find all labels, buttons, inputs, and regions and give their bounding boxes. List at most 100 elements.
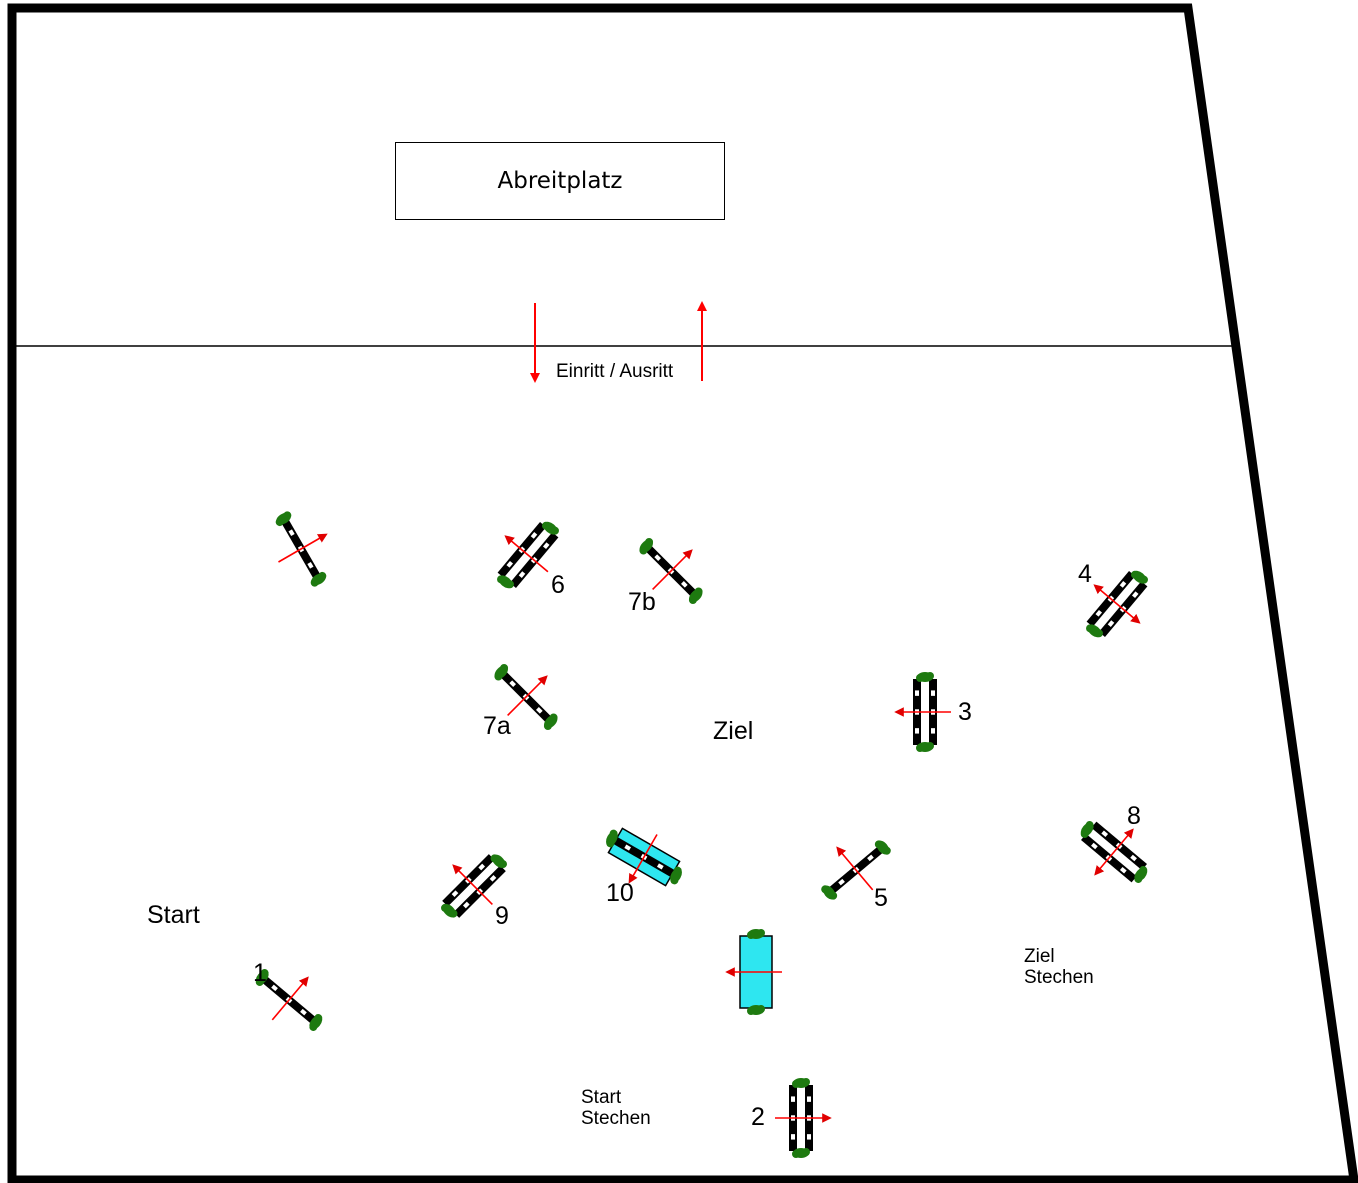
bush-icon xyxy=(1085,821,1094,830)
pole-stripe xyxy=(462,901,470,909)
pole-stripe xyxy=(791,1096,795,1102)
pole-stripe xyxy=(915,728,919,734)
bush-icon xyxy=(916,744,924,752)
bush-icon xyxy=(747,1007,755,1015)
obstacle-number-10: 10 xyxy=(606,879,634,907)
obstacle-number-9: 9 xyxy=(495,902,509,930)
pole-stripe xyxy=(478,863,486,871)
bush-icon xyxy=(494,672,503,681)
bush-icon xyxy=(639,546,648,555)
bush-icon xyxy=(260,969,269,978)
bush-icon xyxy=(926,672,934,680)
pole-stripe xyxy=(791,1134,795,1140)
bush-icon xyxy=(549,713,558,722)
bush-icon xyxy=(1139,866,1148,875)
obstacle-3 xyxy=(894,672,951,752)
bush-icon xyxy=(505,580,514,589)
bush-icon xyxy=(802,1148,810,1156)
obstacle-10 xyxy=(606,827,682,887)
bush-icon xyxy=(926,742,934,750)
direction-arrow-icon xyxy=(1093,584,1141,624)
bush-icon xyxy=(318,571,327,580)
finish-label: Ziel xyxy=(713,717,754,745)
obstacle-7a xyxy=(494,664,558,730)
pole-stripe xyxy=(656,863,664,870)
bush-icon xyxy=(500,664,509,673)
pole-stripe xyxy=(518,571,526,578)
bush-icon xyxy=(694,587,703,596)
direction-arrow-icon xyxy=(507,675,548,716)
direction-arrow-icon xyxy=(452,864,493,905)
bush-icon xyxy=(543,721,552,730)
obstacle-5 xyxy=(821,840,891,900)
obstacle-number-1: 1 xyxy=(253,959,267,987)
pole-stripe xyxy=(931,690,935,696)
bush-icon xyxy=(606,839,615,848)
bush-icon xyxy=(309,1022,318,1031)
direction-arrow-icon xyxy=(628,834,658,884)
pole-stripe xyxy=(542,542,550,550)
bush-icon xyxy=(542,521,551,530)
bush-icon xyxy=(1139,575,1148,584)
bush-icon xyxy=(314,1014,323,1023)
obstacle-number-7a: 7a xyxy=(483,712,511,740)
pole-stripe xyxy=(451,890,459,898)
obstacle-number-4: 4 xyxy=(1078,560,1092,588)
pole-stripe xyxy=(536,707,543,714)
obstacle-9 xyxy=(441,854,507,918)
bush-icon xyxy=(747,931,755,939)
pole-stripe xyxy=(271,984,278,992)
pole-stripe xyxy=(915,690,919,696)
direction-arrow-icon xyxy=(271,976,309,1021)
obstacle-number-5: 5 xyxy=(874,884,888,912)
obstacle-6 xyxy=(497,521,559,589)
bush-icon xyxy=(609,829,618,838)
pole-stripe xyxy=(867,854,874,862)
bush-icon xyxy=(757,929,765,937)
pole-stripe xyxy=(807,1134,811,1140)
obstacle-8 xyxy=(1080,821,1148,883)
warmup-label: Abreitplatz xyxy=(497,168,623,194)
bush-icon xyxy=(275,518,284,527)
pole-stripe xyxy=(807,1096,811,1102)
pole-stripe xyxy=(489,874,497,882)
bush-icon xyxy=(441,903,450,912)
pole-stripe xyxy=(654,554,661,561)
direction-arrow-icon xyxy=(504,535,549,573)
bush-icon xyxy=(916,674,924,682)
pole-stripe xyxy=(288,529,295,537)
direction-arrow-icon xyxy=(1094,828,1134,876)
entry-exit-label: Einritt / Ausritt xyxy=(556,361,674,382)
obstacle-7b xyxy=(639,538,703,604)
bush-icon xyxy=(449,909,458,918)
bush-icon xyxy=(1094,629,1103,638)
bush-icon xyxy=(283,511,292,520)
direction-arrow-icon xyxy=(652,549,693,590)
bush-icon xyxy=(645,538,654,547)
bush-icon xyxy=(874,840,883,849)
obstacle-number-8: 8 xyxy=(1127,802,1141,830)
finish-jumpoff-label: Ziel Stechen xyxy=(1024,946,1094,988)
bush-icon xyxy=(792,1080,800,1088)
obstacle-number-7b: 7b xyxy=(628,588,656,616)
bush-icon xyxy=(673,866,682,875)
bush-icon xyxy=(1131,570,1140,579)
pole-stripe xyxy=(931,728,935,734)
start-jumpoff-label: Start Stechen xyxy=(581,1087,651,1129)
pole-stripe xyxy=(681,581,688,588)
obstacle-number-6: 6 xyxy=(551,571,565,599)
pole-stripe xyxy=(300,1008,307,1016)
pole-stripe xyxy=(624,844,632,851)
bush-icon xyxy=(688,595,697,604)
bush-icon xyxy=(821,885,830,894)
bush-icon xyxy=(497,575,506,584)
direction-arrow-icon xyxy=(278,533,328,563)
bush-icon xyxy=(757,1005,765,1013)
pole-stripe xyxy=(530,532,538,539)
obstacle-number-3: 3 xyxy=(958,698,972,726)
bush-icon xyxy=(255,977,264,986)
bush-icon xyxy=(882,846,891,855)
obstacle-4 xyxy=(1086,570,1148,638)
bush-icon xyxy=(1086,624,1095,633)
